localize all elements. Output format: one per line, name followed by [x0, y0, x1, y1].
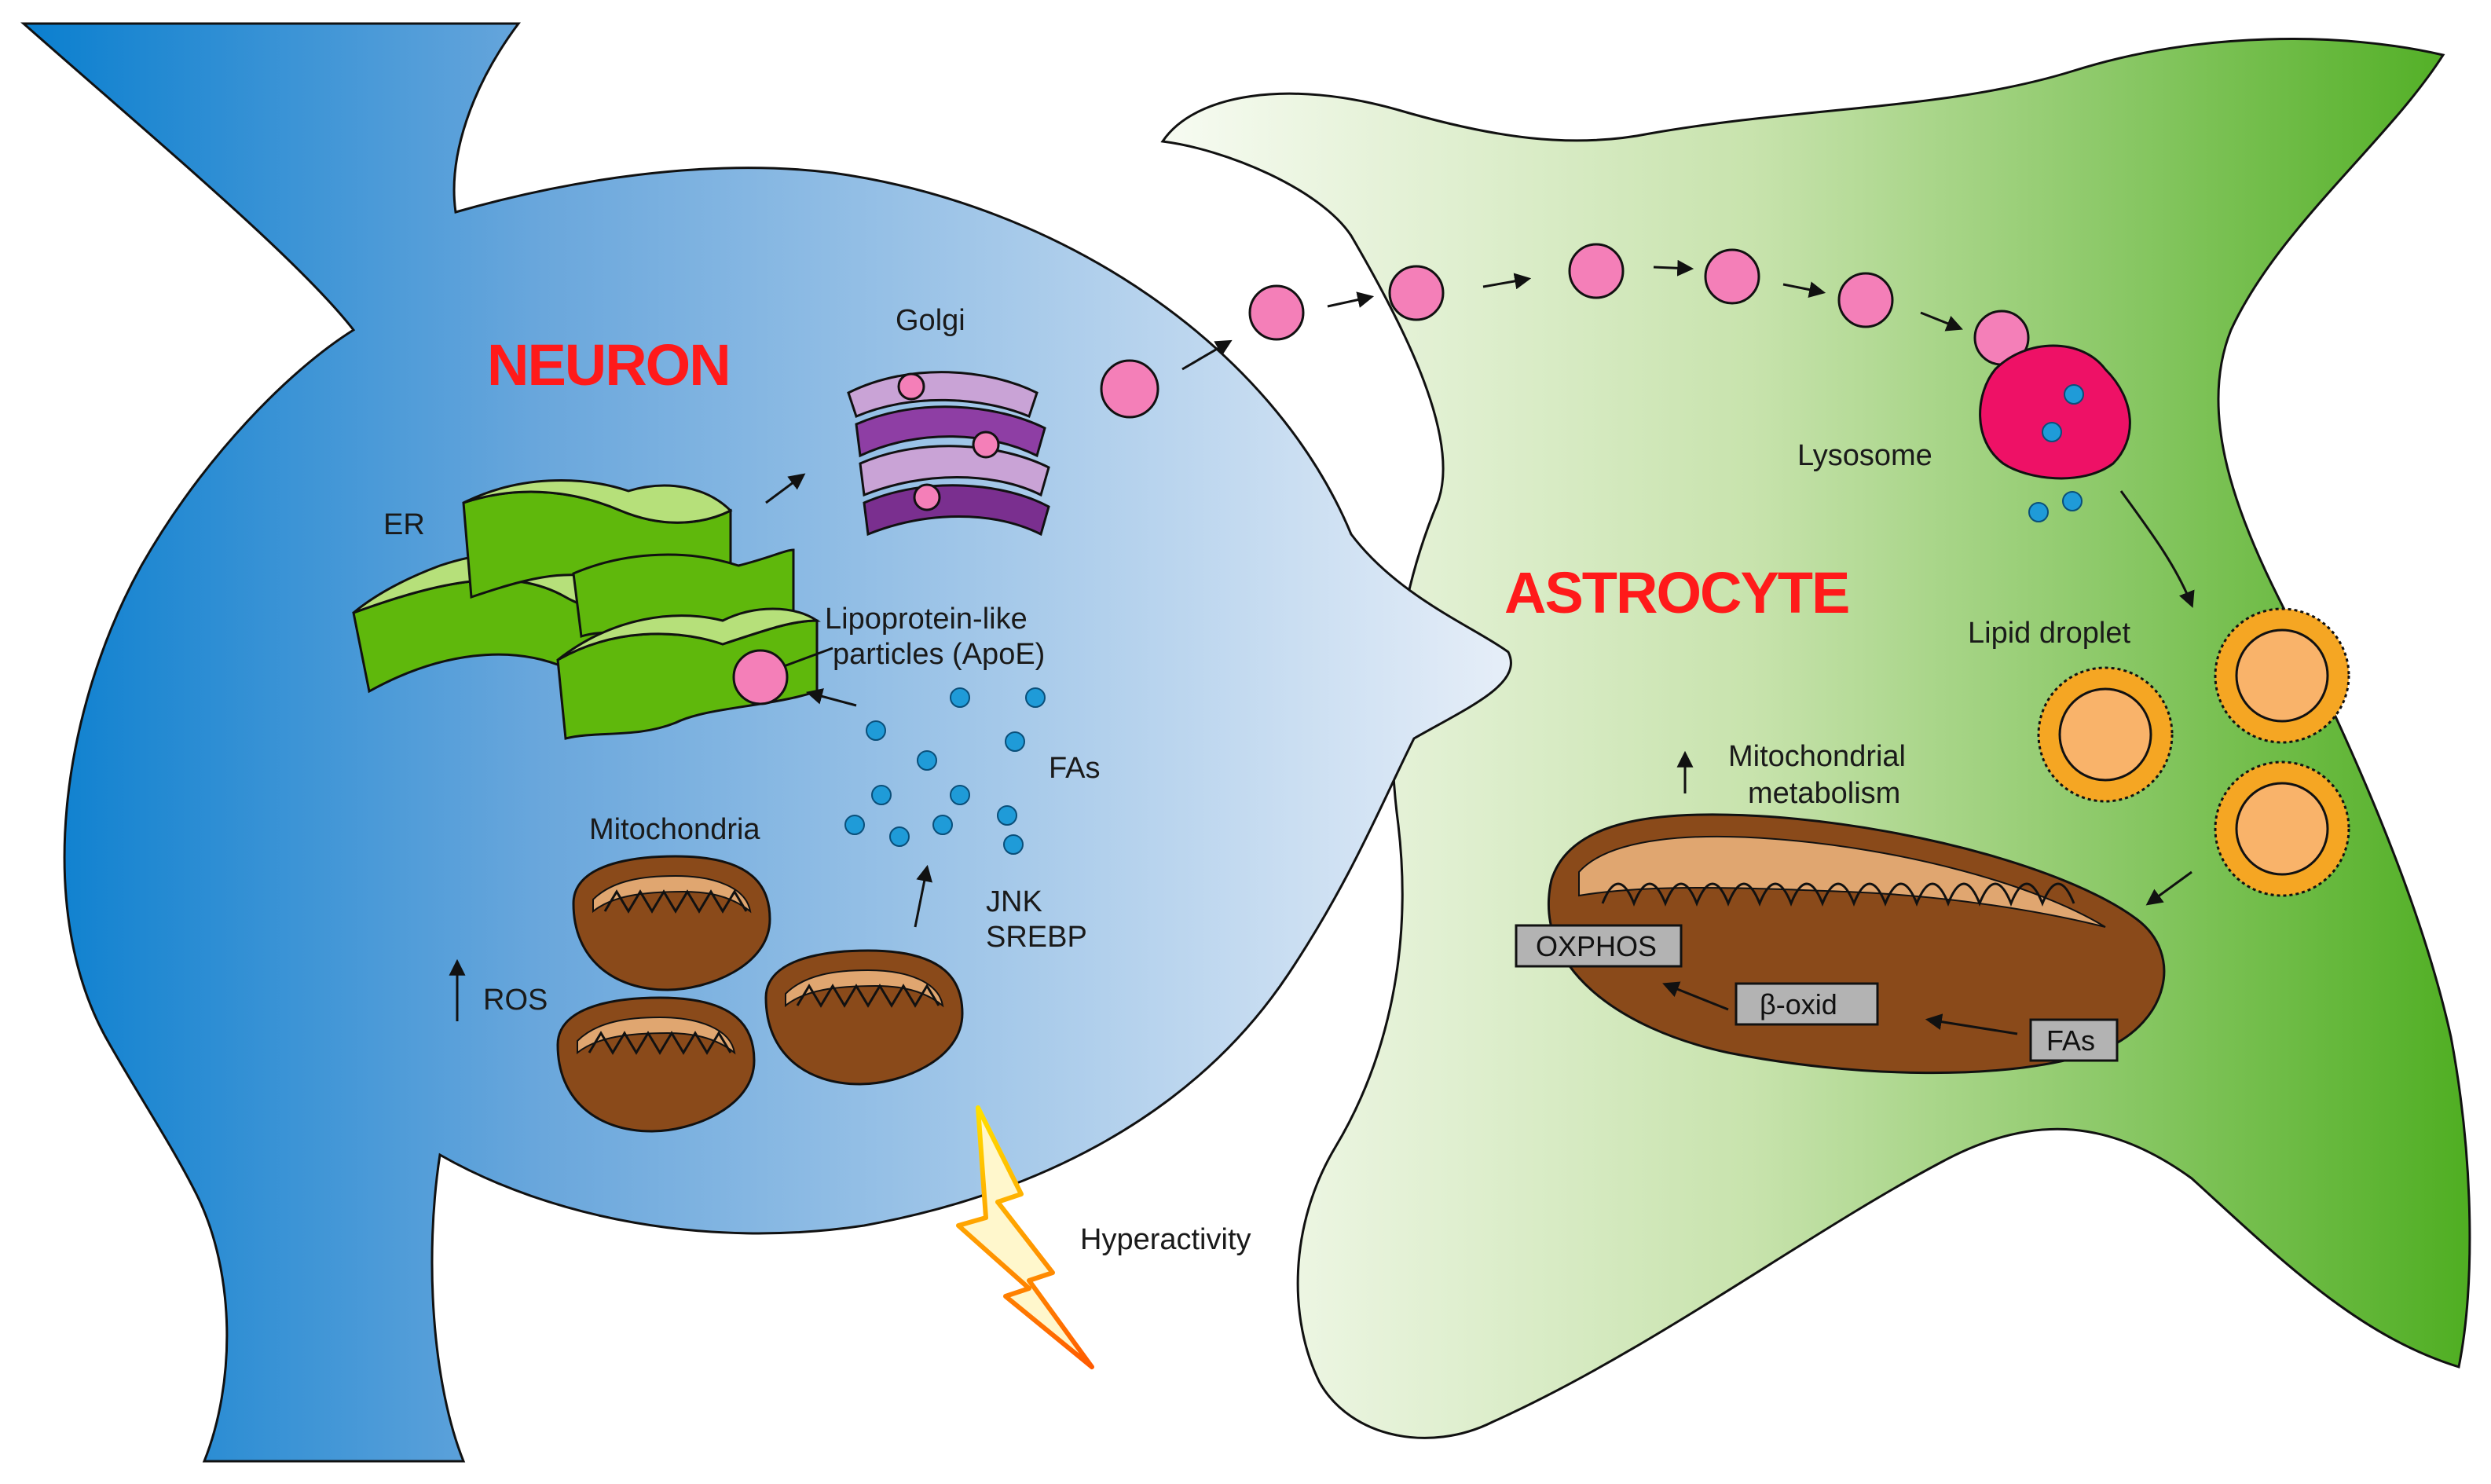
- lysosome-fa-dot: [2042, 422, 2062, 442]
- hyperactivity-label: Hyperactivity: [1080, 1223, 1251, 1256]
- mito-metabolism-label-line1: Mitochondrial: [1728, 740, 1906, 773]
- released-fa-dot: [2028, 502, 2049, 522]
- golgi-label: Golgi: [896, 304, 965, 337]
- lipid-droplets: [2037, 607, 2350, 897]
- neuron-cell: [20, 22, 1512, 1463]
- released-fa-dot: [2062, 491, 2083, 511]
- mito-metabolism-label-line2: metabolism: [1748, 777, 1900, 810]
- astrocyte-title: ASTROCYTE: [1504, 560, 1848, 625]
- pathway-arrows: [449, 259, 2195, 1035]
- neuron-title: NEURON: [487, 332, 730, 398]
- lipoprotein-label-line1: Lipoprotein-like: [825, 603, 1028, 636]
- oxphos-label: OXPHOS: [1536, 930, 1657, 962]
- fa-dots-neuron: [844, 687, 1046, 855]
- fas-astro-label: FAs: [2046, 1024, 2095, 1057]
- beta-oxid-box: [1735, 982, 1879, 1026]
- er-organelle: [352, 479, 821, 740]
- lipoprotein-pointer: [783, 647, 833, 668]
- secreted-particles: [1248, 243, 2030, 366]
- lipoprotein-label-line2: particles (ApoE): [833, 638, 1045, 671]
- oxphos-box: [1515, 924, 1683, 968]
- astrocyte-cell: [1160, 38, 2471, 1439]
- astrocyte-mitochondrion: [1547, 813, 2166, 1075]
- mitochondria-label: Mitochondria: [589, 813, 760, 846]
- lysosome-label: Lysosome: [1797, 439, 1932, 472]
- jnk-label: JNK: [986, 885, 1042, 918]
- lightning-bolt-icon: [956, 1105, 1094, 1369]
- lysosome-fa-dot: [2064, 384, 2084, 405]
- lysosome-organelle: [1979, 344, 2131, 480]
- er-label: ER: [383, 508, 425, 541]
- neuron-mitochondria: [556, 855, 964, 1133]
- lipid-droplet-label: Lipid droplet: [1968, 617, 2130, 650]
- lipoprotein-particles: [732, 359, 1159, 705]
- fas-neuron-label: FAs: [1049, 752, 1100, 785]
- golgi-organelle: [847, 371, 1050, 537]
- beta-oxid-label: β-oxid: [1760, 988, 1837, 1020]
- srebp-label: SREBP: [986, 921, 1087, 954]
- fas-astro-box: [2029, 1018, 2119, 1062]
- ros-label: ROS: [483, 984, 548, 1017]
